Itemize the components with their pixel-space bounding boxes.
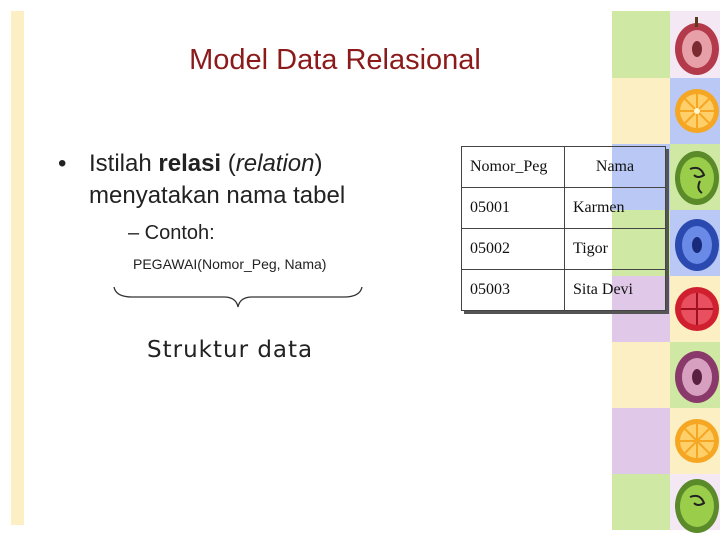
- bullet-text-part3: ): [314, 150, 323, 177]
- table-row: 05002 Tigor: [461, 228, 666, 270]
- left-accent-bar: [11, 11, 24, 525]
- table-cell: 05003: [461, 269, 565, 311]
- slide-title: Model Data Relasional: [189, 44, 481, 76]
- curly-brace: [113, 286, 363, 308]
- bullet-text-part2: (: [221, 150, 236, 177]
- table-cell: 05002: [461, 228, 565, 270]
- apple-slice-icon: [675, 17, 719, 75]
- example-relation: PEGAWAI(Nomor_Peg, Nama): [133, 256, 327, 272]
- kiwi-slice-icon: [675, 479, 719, 533]
- bullet-text-line2: menyatakan nama tabel: [89, 182, 346, 209]
- apple-slice-icon: [675, 351, 719, 403]
- sub-bullet: – Contoh:: [128, 222, 215, 244]
- table-header-row: Nomor_Peg Nama: [461, 146, 666, 188]
- kiwi-slice-icon: [675, 151, 719, 205]
- bullet-text-part1: Istilah: [89, 150, 159, 177]
- table-cell: Tigor: [564, 228, 666, 270]
- bullet-bold-term: relasi: [158, 150, 222, 177]
- orange-slice-icon: [675, 89, 719, 133]
- column-header: Nama: [564, 146, 666, 188]
- table-cell: 05001: [461, 187, 565, 229]
- table-cell: Karmen: [564, 187, 666, 229]
- table-row: 05003 Sita Devi: [461, 269, 666, 311]
- relation-table: Nomor_Peg Nama 05001 Karmen 05002 Tigor …: [461, 146, 666, 311]
- red-fruit-icon: [675, 287, 719, 331]
- table-row: 05001 Karmen: [461, 187, 666, 229]
- blue-apple-icon: [675, 219, 719, 271]
- orange-slice-icon: [675, 419, 719, 463]
- column-header: Nomor_Peg: [461, 146, 565, 188]
- bullet-italic-term: relation: [235, 150, 315, 177]
- brace-label: Struktur data: [147, 337, 314, 363]
- bullet-dot-icon: •: [58, 150, 67, 177]
- bullet-text: Istilah relasi (relation) menyatakan nam…: [89, 148, 345, 212]
- table-cell: Sita Devi: [564, 269, 666, 311]
